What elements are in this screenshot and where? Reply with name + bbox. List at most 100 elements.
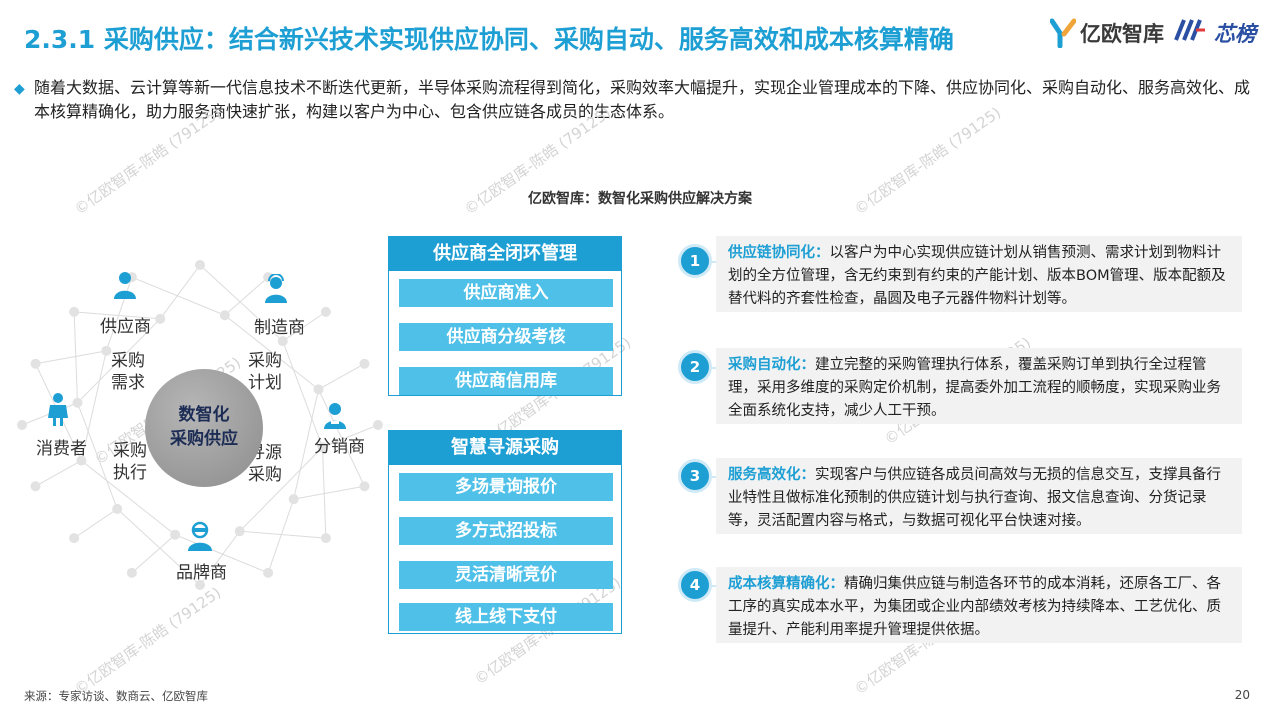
feature-key: 成本核算精确化： [728, 576, 844, 592]
network-node [359, 481, 370, 492]
node-supplier: 供应商 [100, 317, 151, 337]
network-node [313, 384, 324, 395]
page-title: 2.3.1 采购供应：结合新兴技术实现供应协同、采购自动、服务高效和成本核算精确 [24, 25, 954, 54]
feature-key: 采购自动化： [728, 357, 815, 373]
feature-key: 供应链协同化： [728, 245, 830, 261]
network-link [282, 340, 323, 448]
network-node [155, 313, 166, 324]
feature-number-badge: 2 [678, 350, 712, 384]
network-link [239, 530, 326, 539]
node-manufacturer: 制造商 [254, 318, 305, 338]
xinbang-logo-icon [1172, 18, 1206, 48]
manufacturer-icon [262, 273, 290, 304]
panel-item: 供应商信用库 [399, 367, 613, 395]
distributor-icon [321, 400, 349, 430]
xinbang-logo-text: 芯榜 [1214, 22, 1256, 46]
network-link [293, 389, 319, 500]
brand-owner-icon [185, 520, 213, 551]
network-node [288, 494, 299, 505]
network-link [224, 314, 319, 390]
panel-item: 多场景询报价 [399, 473, 613, 501]
network-node [277, 336, 288, 347]
panel-item: 灵活清晰竞价 [399, 561, 613, 589]
network-link [81, 350, 107, 461]
center-label: 数智化 采购供应 [170, 405, 238, 449]
network-node [69, 306, 80, 317]
feature-number-badge: 3 [678, 459, 712, 493]
diagram-title: 亿欧智库：数智化采购供应解决方案 [528, 191, 752, 207]
network-node [112, 503, 123, 514]
network-link [199, 530, 241, 586]
network-link [224, 276, 269, 316]
network-link [322, 424, 379, 448]
network-link [35, 350, 107, 365]
network-link [131, 534, 176, 574]
network-node [219, 310, 230, 321]
network-link [105, 277, 133, 352]
source-note: 来源：专家访谈、数商云、亿欧智库 [24, 689, 208, 703]
node-consumer: 消费者 [36, 439, 87, 459]
network-node [359, 358, 370, 369]
network-link [77, 318, 161, 404]
network-node [320, 533, 331, 544]
network-node [195, 260, 205, 270]
node-distributor: 分销商 [314, 437, 365, 457]
connector-line [710, 585, 718, 587]
network-node [195, 580, 205, 590]
network-node [72, 397, 83, 408]
page-number: 20 [1234, 688, 1250, 702]
network-node [170, 529, 181, 540]
network-node [126, 567, 137, 578]
network-link [293, 485, 365, 500]
feature-text: 精确归集供应链与制造各环节的成本消耗，还原各工厂、各工序的真实成本水平，为集团或… [728, 576, 1221, 638]
feature-card-supply-chain-collaboration: 供应链协同化：以客户为中心实现供应链计划从销售预测、需求计划到物料计划的全方位管… [716, 236, 1242, 312]
intro-text: 随着大数据、云计算等新一代信息技术不断迭代更新，半导体采购流程得到简化，采购效率… [34, 78, 1251, 121]
panel-supplier-management: 供应商全闭环管理 供应商准入 供应商分级考核 供应商信用库 [388, 236, 622, 396]
network-ring-graphic [17, 260, 383, 590]
network-node [101, 345, 112, 356]
feature-text: 以客户为中心实现供应链计划从销售预测、需求计划到物料计划的全方位管理，含无约束到… [728, 245, 1226, 307]
network-node [263, 567, 274, 578]
feature-key: 服务高效化： [728, 467, 815, 483]
panel-item: 多方式招投标 [399, 517, 613, 545]
consumer-icon [44, 392, 72, 426]
feature-text: 实现客户与供应链各成员间高效与无损的信息交互，支撑具备行业特性且做标准化预制的供… [728, 467, 1221, 529]
stage-purchase-execute: 采购 执行 [113, 441, 147, 483]
network-node [30, 481, 41, 492]
network-link [73, 311, 78, 403]
network-link [318, 389, 365, 487]
network-node [17, 420, 27, 430]
network-link [81, 460, 176, 536]
network-link [159, 264, 201, 320]
panel-item: 供应商分级考核 [399, 323, 613, 351]
diamond-bullet-icon: ◆ [14, 81, 25, 97]
feature-number-badge: 4 [678, 568, 712, 602]
stage-purchase-plan: 采购 计划 [248, 351, 282, 393]
network-node [76, 455, 87, 466]
stage-purchase-demand: 采购 需求 [111, 351, 145, 393]
feature-card-purchase-automation: 采购自动化：建立完整的采购管理执行体系，覆盖采购订单到执行全过程管理，采用多维度… [716, 348, 1242, 424]
panel-item: 供应商准入 [399, 279, 613, 307]
feature-text: 建立完整的采购管理执行体系，覆盖采购订单到执行全过程管理，采用多维度的采购定价机… [728, 357, 1221, 419]
yiou-logo-icon [1049, 18, 1077, 49]
feature-card-service-efficiency: 服务高效化：实现客户与供应链各成员间高效与无损的信息交互，支撑具备行业特性且做标… [716, 458, 1242, 534]
network-link [267, 498, 295, 573]
network-link [116, 508, 201, 586]
network-node [30, 358, 41, 369]
connector-line [710, 367, 718, 369]
network-link [73, 508, 118, 539]
logo-group: 亿欧智库 芯榜 [1049, 18, 1256, 49]
feature-number-badge: 1 [678, 244, 712, 278]
connector-line [710, 261, 718, 263]
panel-header: 智慧寻源采购 [389, 431, 621, 465]
network-link [239, 446, 323, 532]
yiou-logo-text: 亿欧智库 [1080, 22, 1164, 46]
intro-paragraph: ◆ 随着大数据、云计算等新一代信息技术不断迭代更新，半导体采购流程得到简化，采购… [14, 76, 1254, 124]
network-node [69, 533, 80, 544]
network-link [35, 460, 82, 487]
network-link [74, 311, 161, 320]
network-link [322, 447, 327, 539]
network-link [199, 264, 284, 342]
panel-item: 线上线下支付 [399, 603, 613, 631]
yiou-logo: 亿欧智库 [1049, 18, 1164, 49]
